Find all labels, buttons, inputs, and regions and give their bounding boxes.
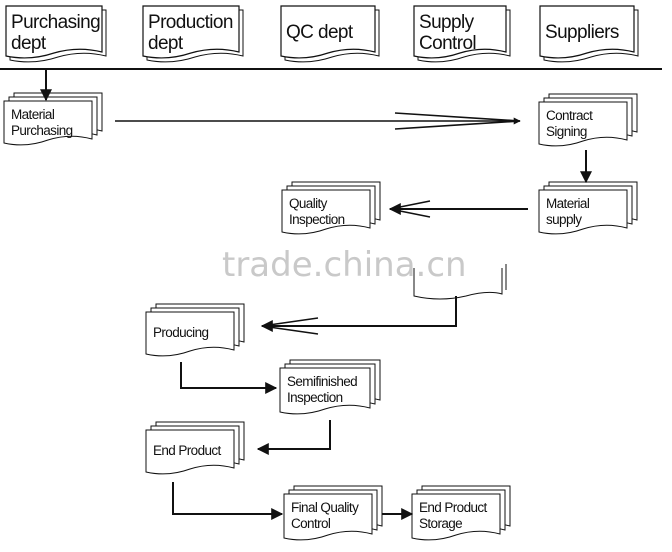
connector-to-quality-head [389,200,431,218]
connector-to-producing [260,296,457,332]
header-supply-control-label-1: Supply [419,12,475,33]
step-final-quality-control-label-1: Final Quality [291,500,359,515]
header-qc-dept-label-1: QC dept [286,22,354,43]
step-end-product-storage-sheet-3 [411,493,501,541]
watermark-text: trade.china.cn [222,245,467,285]
header-purchasing-dept-shape [5,5,103,59]
step-semifinished-inspection-label-2: Inspection [287,390,343,405]
header-qc-dept: QC dept [280,5,380,63]
step-contract-signing-label-1: Contract [546,108,593,123]
header-purchasing-dept-label-1: Purchasing [11,12,100,33]
step-quality-inspection-label-2: Inspection [289,212,345,227]
connectors [40,70,592,520]
connector-to-end-product [256,420,331,455]
step-final-quality-control-sheet-3 [283,493,373,541]
header-suppliers-shape [539,5,635,59]
step-quality-inspection-label-1: Quality [289,196,328,211]
header-qc-dept-shape [280,5,376,59]
header-purchasing-dept-label-2: dept [11,33,47,54]
step-contract-signing-sheet-3 [538,101,628,147]
header-production-dept-label-2: dept [148,33,184,54]
process-steps: MaterialPurchasingContractSigningMateria… [3,92,638,541]
step-material-purchasing-sheet-3 [3,100,93,146]
step-material-supply-label-1: Material [546,196,590,211]
header-production-dept-label-1: Production [148,12,233,33]
step-final-quality-control-label-2: Control [291,516,331,531]
step-end-product-label-1: End Product [153,443,222,458]
step-end-product-storage-label-2: Storage [419,516,462,531]
step-semifinished-inspection-sheet-3 [279,367,371,415]
step-material-supply-label-2: supply [546,212,582,227]
connector-to-contract-head [394,112,521,130]
step-end-product-storage-label-1: End Product [419,500,488,515]
step-producing: Producing [145,303,245,357]
step-end-product-sheet-3 [145,429,235,475]
header-suppliers: Suppliers [539,5,639,63]
step-producing-sheet-3 [145,311,235,357]
obscured-step-box [413,264,507,300]
step-contract-signing-label-2: Signing [546,124,587,139]
header-supply-control-label-2: Control [419,33,476,54]
header-suppliers-label-1: Suppliers [545,22,619,43]
header-supply-control-shape [413,5,507,59]
connector-to-final-qc [172,482,284,520]
header-production-dept-shape [142,5,240,59]
step-producing-label-1: Producing [153,325,208,340]
connector-to-producing-head [261,317,319,335]
step-material-purchasing-label-2: Purchasing [11,123,73,138]
connector-to-semifinished [180,362,278,394]
step-quality-inspection-sheet-3 [281,189,371,235]
step-material-purchasing-label-1: Material [11,107,55,122]
step-material-supply-sheet-3 [538,189,628,235]
step-semifinished-inspection-label-1: Semifinished [287,374,357,389]
step-end-product: End Product [145,421,245,475]
